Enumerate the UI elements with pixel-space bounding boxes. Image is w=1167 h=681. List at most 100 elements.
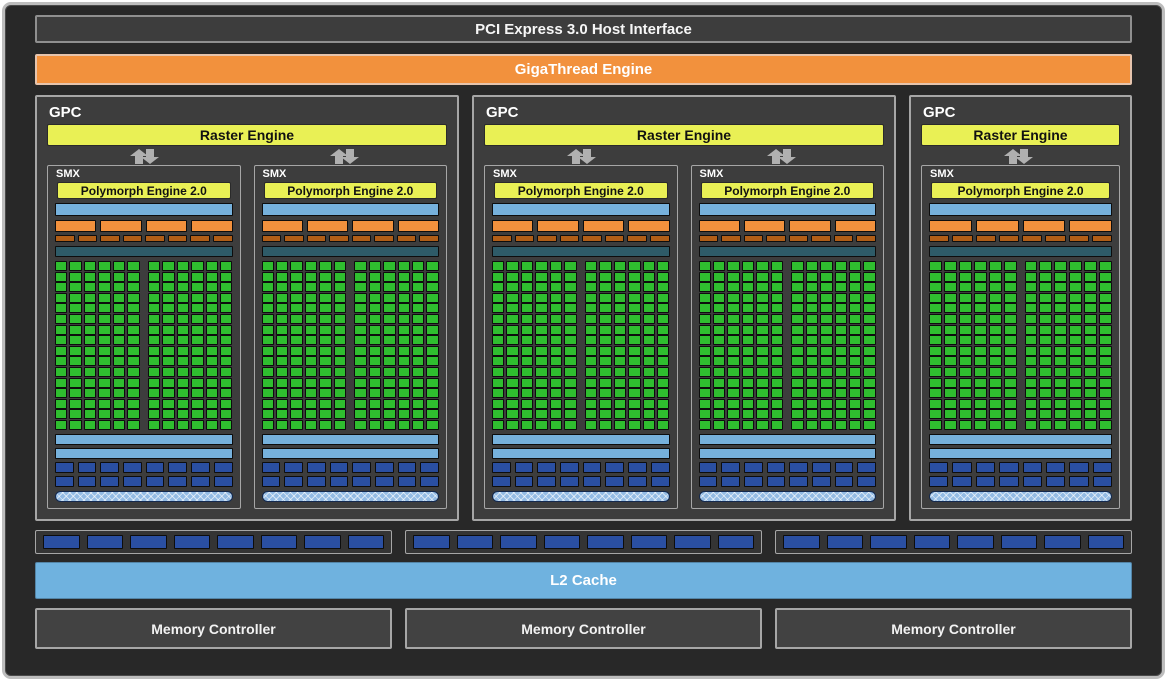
core-cell	[69, 419, 82, 430]
core-cell	[506, 366, 519, 377]
core-cell	[319, 261, 332, 271]
core-row	[261, 398, 440, 409]
core-cell	[584, 324, 598, 335]
small-orange-segment-row-segment	[77, 235, 98, 242]
core-row	[492, 409, 670, 420]
core-cell	[820, 398, 833, 409]
small-orange-segment-row-segment	[419, 235, 439, 242]
core-row	[261, 356, 440, 367]
smx-darkblue-row-segment	[514, 462, 534, 473]
smx-darkblue-row-segment	[789, 462, 808, 473]
core-cell	[943, 345, 957, 356]
core-cell	[55, 419, 68, 430]
core-cell	[756, 388, 769, 399]
core-cell	[549, 419, 563, 430]
small-orange-segment-row-segment	[100, 235, 120, 242]
core-cell	[205, 292, 218, 303]
core-row	[698, 335, 877, 346]
core-cell	[368, 377, 382, 388]
core-cell	[712, 409, 726, 420]
core-cell	[205, 313, 218, 324]
core-row	[929, 409, 1113, 420]
core-cell	[791, 271, 804, 282]
core-cell	[98, 377, 111, 388]
core-cell	[535, 377, 548, 388]
smx-darkblue-row-segment	[1022, 462, 1042, 473]
core-cell	[1039, 303, 1053, 314]
core-cell	[958, 366, 972, 377]
raster-smx-links	[47, 147, 447, 164]
rop-segment	[500, 535, 537, 549]
core-row	[55, 335, 233, 346]
core-cell	[656, 377, 670, 388]
core-cell	[176, 282, 190, 293]
core-cell	[727, 271, 740, 282]
core-cell	[820, 335, 833, 346]
smx-darkblue-row-segment	[492, 462, 511, 473]
core-cell	[849, 409, 862, 420]
core-cell	[354, 419, 367, 430]
core-cell	[319, 335, 332, 346]
core-cell	[205, 261, 218, 271]
core-cell	[599, 377, 612, 388]
core-cell	[820, 388, 833, 399]
core-cell	[492, 324, 505, 335]
core-cell	[791, 261, 804, 271]
core-cell	[412, 313, 425, 324]
core-cell	[520, 271, 534, 282]
core-cell	[98, 398, 111, 409]
core-row	[929, 398, 1113, 409]
core-cell	[426, 398, 439, 409]
core-cell	[834, 303, 848, 314]
core-cell	[613, 282, 627, 293]
core-cell	[613, 419, 627, 430]
core-cell	[83, 409, 97, 420]
polymorph-engine-bar: Polymorph Engine 2.0	[57, 182, 231, 199]
core-cell	[642, 271, 655, 282]
pci-host-interface-label: PCI Express 3.0 Host Interface	[475, 20, 692, 38]
core-cell	[368, 335, 382, 346]
arrow-slot	[484, 147, 684, 164]
core-cell	[628, 345, 641, 356]
core-cell	[333, 271, 347, 282]
orange-segment-row	[492, 220, 670, 232]
core-cell	[698, 419, 711, 430]
core-cell	[333, 345, 347, 356]
core-cell	[98, 388, 111, 399]
small-orange-segment-row-segment	[284, 235, 304, 242]
core-cell	[1054, 324, 1068, 335]
core-cell	[319, 388, 332, 399]
core-cell	[584, 261, 598, 271]
core-cell	[535, 356, 548, 367]
core-cell	[112, 271, 126, 282]
core-cell	[520, 303, 534, 314]
core-cell	[333, 313, 347, 324]
small-orange-segment-row-segment	[833, 235, 854, 242]
core-cell	[304, 292, 318, 303]
core-cell	[261, 366, 274, 377]
core-cell	[834, 377, 848, 388]
core-cell	[1069, 345, 1083, 356]
core-cell	[958, 271, 972, 282]
core-cell	[354, 356, 367, 367]
core-cell	[564, 261, 577, 271]
core-cell	[1003, 261, 1017, 271]
core-cell	[383, 324, 396, 335]
core-cell	[162, 324, 175, 335]
smx-darkblue-row-segment	[975, 462, 996, 473]
core-cell	[55, 282, 68, 293]
core-cell	[368, 398, 382, 409]
smx-darkblue-row-segment	[514, 476, 534, 487]
core-cell	[1054, 398, 1068, 409]
core-cell	[1024, 356, 1038, 367]
smx-darkblue-row-segment	[560, 462, 579, 473]
polymorph-engine-bar: Polymorph Engine 2.0	[263, 182, 437, 199]
core-row	[492, 303, 670, 314]
core-cell	[426, 345, 439, 356]
core-cell	[849, 261, 862, 271]
orange-segment-row-segment	[55, 220, 97, 232]
core-cell	[1099, 261, 1113, 271]
core-cell	[834, 419, 848, 430]
core-cell	[628, 335, 641, 346]
core-cell	[304, 324, 318, 335]
